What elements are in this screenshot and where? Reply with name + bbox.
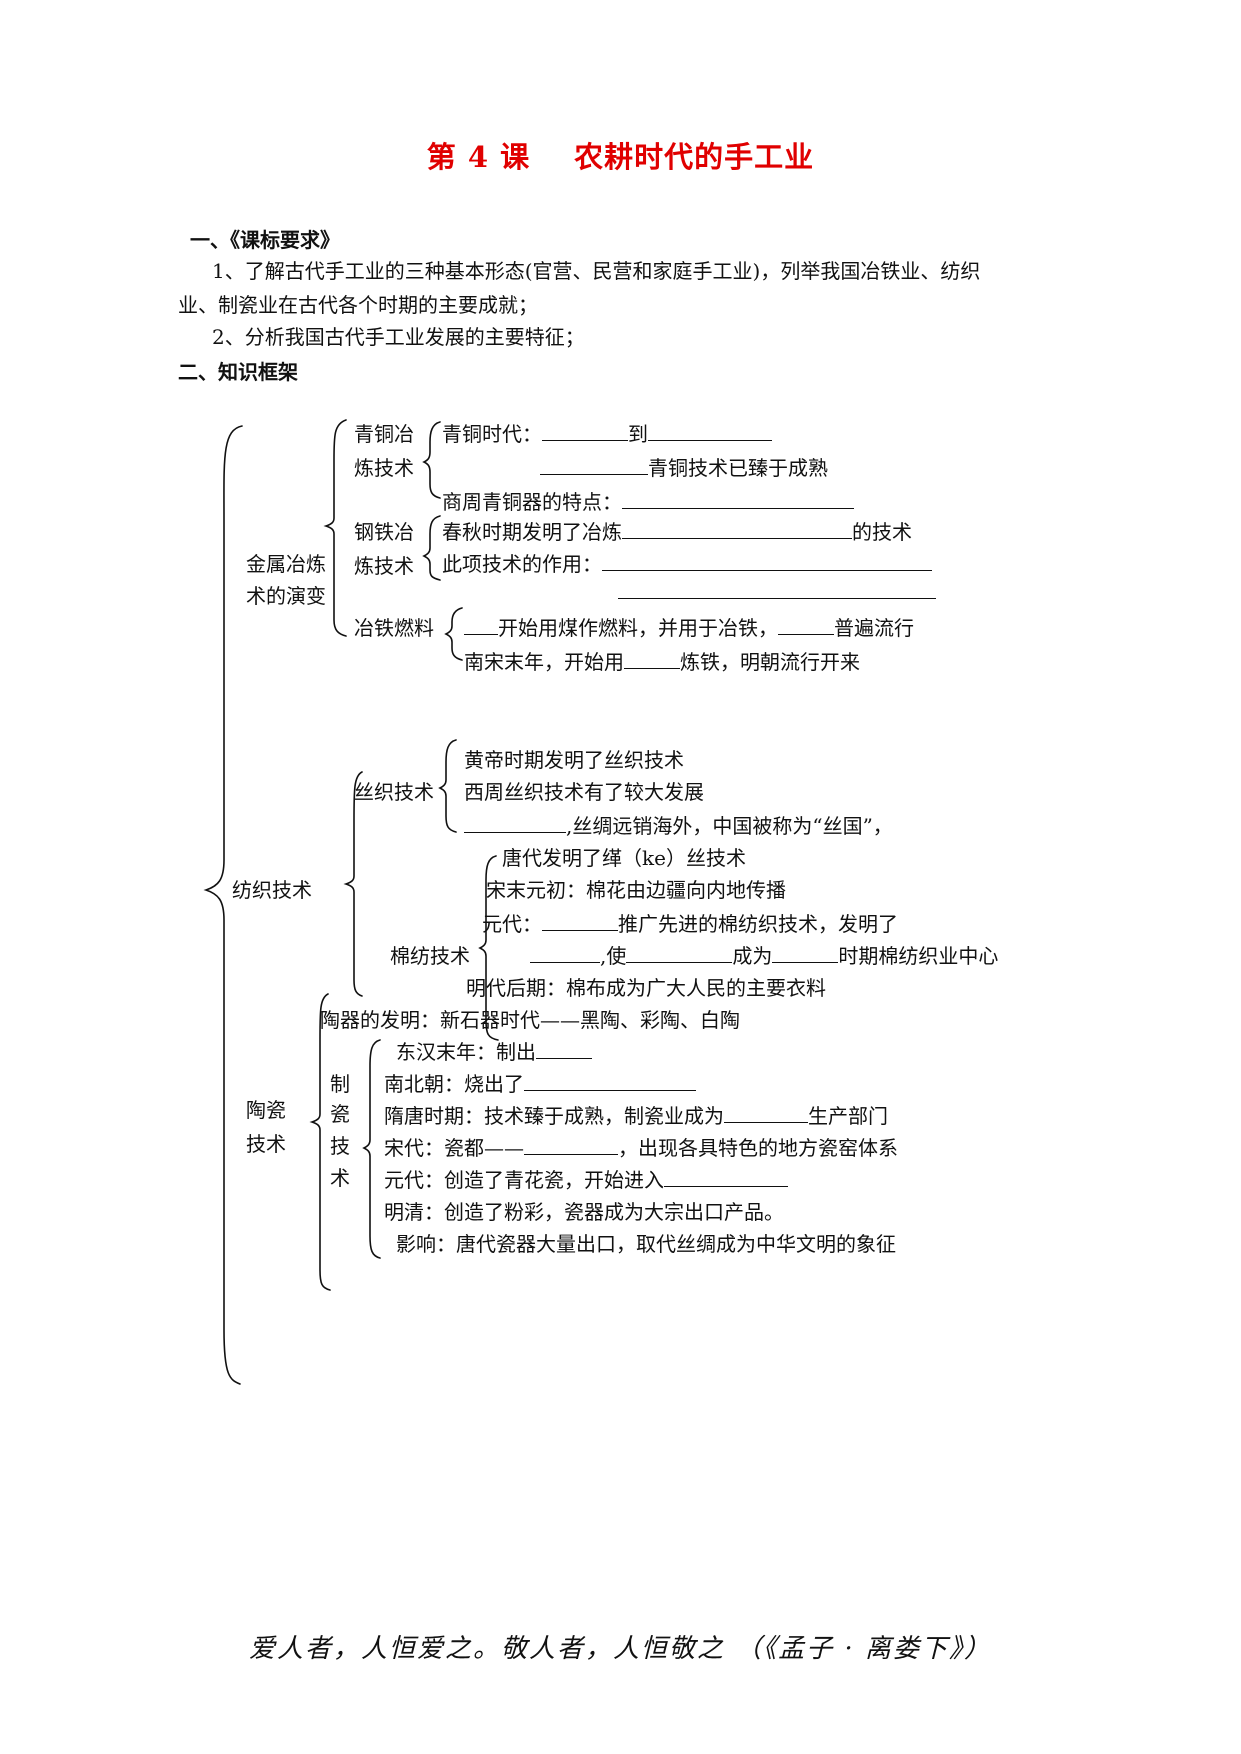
steel-effect-line: 此项技术的作用：	[442, 548, 932, 577]
blank[interactable]	[778, 616, 834, 635]
porcelain-label-4: 术	[330, 1166, 350, 1190]
porcelain-line-7: 影响：唐代瓷器大量出口，取代丝绸成为中华文明的象征	[396, 1232, 896, 1256]
steel-label-2: 炼技术	[354, 554, 414, 578]
ceramic-label-1: 陶瓷	[246, 1098, 286, 1122]
porcelain-line-5: 元代：创造了青花瓷，开始进入	[384, 1164, 788, 1193]
steel-effect-line-2	[618, 580, 936, 604]
metal-label-2: 术的演变	[246, 584, 326, 608]
requirement-1a: 1、了解古代手工业的三种基本形态(官营、民营和家庭手工业)，列举我国冶铁业、纺织	[212, 259, 981, 283]
bronze-feature-line: 商周青铜器的特点：	[442, 486, 854, 515]
silk-4: 唐代发明了缂（ke）丝技术	[502, 846, 746, 870]
blank[interactable]	[464, 814, 566, 833]
section2-heading: 二、知识框架	[178, 360, 298, 384]
metal-label-1: 金属冶炼	[246, 552, 326, 576]
brace-fuel	[444, 607, 463, 661]
blank[interactable]	[542, 912, 618, 931]
blank[interactable]	[772, 944, 839, 963]
blank[interactable]	[648, 422, 772, 441]
brace-textile	[343, 771, 363, 997]
textile-label: 纺织技术	[232, 878, 312, 902]
ceramic-label-2: 技术	[246, 1132, 286, 1156]
porcelain-label-1: 制	[330, 1072, 350, 1096]
lesson-number: 第 4 课	[426, 140, 531, 174]
porcelain-line-4: 宋代：瓷都——，出现各具特色的地方瓷窑体系	[384, 1136, 898, 1160]
porcelain-line-1: 东汉末年：制出	[396, 1036, 592, 1065]
blank[interactable]	[530, 944, 600, 963]
steel-label-1: 钢铁冶	[354, 520, 414, 544]
cotton-3-line: ,使成为时期棉纺织业中心	[530, 940, 998, 969]
blank[interactable]	[524, 1072, 696, 1091]
blank[interactable]	[542, 422, 628, 441]
silk-label: 丝织技术	[354, 780, 434, 804]
blank[interactable]	[624, 650, 680, 669]
brace-silk	[438, 739, 457, 833]
silk-1: 黄帝时期发明了丝织技术	[464, 748, 684, 772]
page-title: 第 4 课 农耕时代的手工业	[0, 134, 1241, 176]
blank[interactable]	[626, 944, 733, 963]
section1-heading: 一、《课标要求》	[190, 228, 340, 252]
footer-quote: 爱人者，人恒爱之。敬人者，人恒敬之 （《孟子 · 离娄下》）	[248, 1634, 993, 1664]
blank[interactable]	[536, 1040, 592, 1059]
blank[interactable]	[664, 1168, 788, 1187]
steel-invent-line: 春秋时期发明了冶炼的技术	[442, 520, 912, 544]
blank[interactable]	[724, 1104, 808, 1123]
porcelain-label-3: 技	[330, 1134, 350, 1158]
brace-cotton	[478, 855, 499, 1041]
bronze-label-2: 炼技术	[354, 456, 414, 480]
blank[interactable]	[464, 616, 498, 635]
brace-ceramic	[309, 993, 331, 1291]
lesson-name: 农耕时代的手工业	[574, 140, 815, 174]
porcelain-line-3: 隋唐时期：技术臻于成熟，制瓷业成为生产部门	[384, 1104, 888, 1128]
porcelain-line-6: 明清：创造了粉彩，瓷器成为大宗出口产品。	[384, 1200, 784, 1224]
brace-metal	[323, 419, 347, 637]
requirement-2: 2、分析我国古代手工业发展的主要特征；	[212, 325, 585, 349]
brace-steel	[422, 515, 441, 581]
cotton-1: 宋末元初：棉花由边疆向内地传播	[486, 878, 786, 902]
porcelain-label-2: 瓷	[330, 1102, 350, 1126]
brace-outer	[203, 425, 243, 1385]
requirement-1b: 业、制瓷业在古代各个时期的主要成就；	[178, 293, 538, 317]
bronze-era-line: 青铜时代：到	[442, 418, 772, 447]
cotton-label: 棉纺技术	[390, 944, 470, 968]
brace-bronze	[422, 421, 441, 499]
blank[interactable]	[622, 490, 854, 509]
fuel-line-1: 开始用煤作燃料，并用于冶铁，普遍流行	[464, 612, 914, 641]
silk-2: 西周丝织技术有了较大发展	[464, 780, 704, 804]
blank[interactable]	[602, 552, 932, 571]
fuel-line-2: 南宋末年，开始用炼铁，明朝流行开来	[464, 650, 860, 674]
silk-3-line: ,丝绸远销海外，中国被称为“丝国”，	[464, 810, 893, 839]
cotton-4: 明代后期：棉布成为广大人民的主要衣料	[466, 976, 826, 1000]
porcelain-line-2: 南北朝：烧出了	[384, 1068, 696, 1097]
bronze-label-1: 青铜冶	[354, 422, 414, 446]
blank[interactable]	[622, 520, 852, 539]
pottery-line: 陶器的发明：新石器时代——黑陶、彩陶、白陶	[320, 1008, 740, 1032]
brace-porcelain	[362, 1039, 381, 1259]
blank[interactable]	[524, 1136, 618, 1155]
blank[interactable]	[618, 580, 936, 599]
fuel-label: 冶铁燃料	[354, 616, 434, 640]
cotton-2-line: 元代：推广先进的棉纺织技术，发明了	[482, 912, 898, 936]
bronze-mature-line: 青铜技术已臻于成熟	[540, 452, 828, 481]
blank[interactable]	[540, 456, 648, 475]
